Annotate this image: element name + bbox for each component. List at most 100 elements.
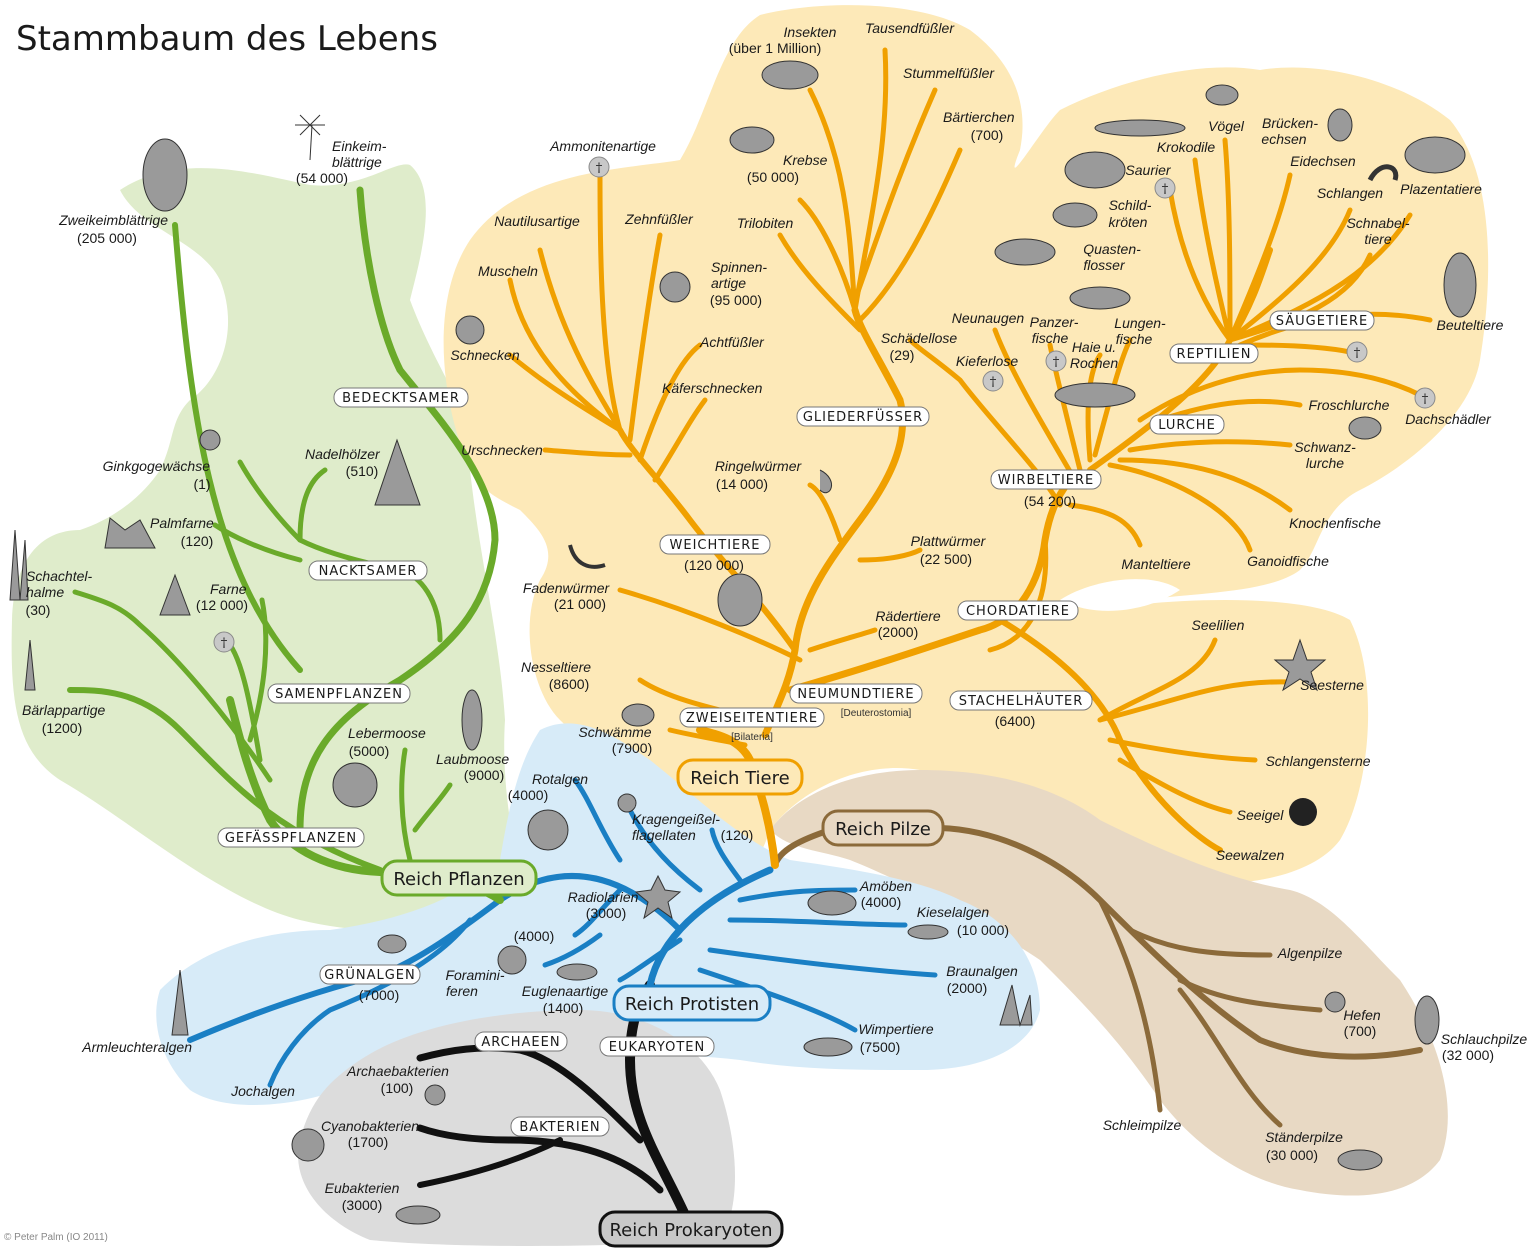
insect-icon bbox=[761, 60, 819, 90]
taxon-schlangensterne: Schlangensterne bbox=[1265, 753, 1370, 769]
group-chordatiere: CHORDATIERE bbox=[966, 604, 1070, 619]
taxon-palm: Palmfarne bbox=[150, 515, 214, 531]
taxon-seewalzen: Seewalzen bbox=[1216, 847, 1285, 863]
taxon-laub: Laubmoose bbox=[436, 751, 509, 767]
taxon-hefen: Hefen bbox=[1343, 1007, 1381, 1023]
taxon-farne: Farne bbox=[210, 581, 247, 597]
taxon-raeder: Rädertiere bbox=[875, 608, 941, 624]
taxon-hefen-count: (700) bbox=[1344, 1023, 1377, 1039]
taxon-krebse-count: (50 000) bbox=[747, 169, 799, 185]
taxon-archaebakterien-count: (100) bbox=[381, 1080, 414, 1096]
palm-fern-icon bbox=[104, 517, 156, 549]
taxon-braun-count: (2000) bbox=[947, 980, 987, 996]
taxon-braun: Braunalgen bbox=[946, 963, 1018, 979]
taxon-kragen-count: (120) bbox=[721, 827, 754, 843]
taxon-ringel: Ringelwürmer bbox=[715, 458, 803, 474]
lizard-icon bbox=[1327, 108, 1353, 142]
taxon-seesterne: Seesterne bbox=[1300, 677, 1364, 693]
taxon-plazenta: Plazentatiere bbox=[1400, 181, 1482, 197]
taxon-krokodile: Krokodile bbox=[1157, 139, 1216, 155]
taxon-nessel: Nesseltiere bbox=[521, 659, 591, 675]
taxon-schleim: Schleimpilze bbox=[1103, 1117, 1182, 1133]
liverwort-icon bbox=[332, 762, 378, 808]
extinct-mammal: † bbox=[1354, 346, 1361, 361]
taxon-schnabel-2: tiere bbox=[1364, 231, 1391, 247]
taxon-schaedellose: Schädellose bbox=[881, 330, 957, 346]
group-saeugetiere: SÄUGETIERE bbox=[1276, 313, 1368, 329]
turtle-icon bbox=[1052, 202, 1098, 228]
taxon-spinnen-1: Spinnen- bbox=[711, 259, 767, 275]
extinct-panzerfische: † bbox=[1053, 355, 1060, 370]
group-stachelhaeuter: STACHELHÄUTER bbox=[959, 693, 1084, 709]
tree-icon bbox=[142, 138, 188, 212]
taxon-leber: Lebermoose bbox=[348, 725, 426, 741]
taxon-quasten-2: flosser bbox=[1083, 257, 1126, 273]
protist-branches bbox=[187, 777, 938, 1088]
group-neumundtiere-sub: [Deuterostomia] bbox=[841, 708, 912, 719]
octopus-icon bbox=[717, 573, 763, 627]
taxon-nadel-count: (510) bbox=[346, 463, 379, 479]
taxon-schachtel-2: halme bbox=[26, 584, 64, 600]
taxon-stummel: Stummelfüßler bbox=[903, 65, 995, 81]
taxon-nessel-count: (8600) bbox=[549, 676, 589, 692]
group-weichtiere: WEICHTIERE bbox=[670, 538, 761, 553]
group-lurche: LURCHE bbox=[1158, 418, 1216, 433]
taxon-ganoid: Ganoidfische bbox=[1247, 553, 1329, 569]
frog-icon bbox=[1348, 416, 1382, 440]
taxon-mantel: Manteltiere bbox=[1121, 556, 1190, 572]
taxon-palm-count: (120) bbox=[181, 533, 214, 549]
green-algae-icon bbox=[377, 934, 407, 954]
group-eukaryoten: EUKARYOTEN bbox=[609, 1040, 705, 1055]
taxon-haie-1: Haie u. bbox=[1072, 339, 1116, 355]
foraminifera-icon bbox=[497, 945, 527, 975]
extinct-markers: † † † † † † † bbox=[213, 156, 1436, 653]
taxon-amoeben-count: (4000) bbox=[861, 894, 901, 910]
taxon-staender-count: (30 000) bbox=[1266, 1147, 1318, 1163]
group-neumundtiere: NEUMUNDTIERE bbox=[797, 687, 914, 702]
group-gruenalgen: GRÜNALGEN bbox=[324, 966, 416, 983]
taxon-schachtel-count: (30) bbox=[26, 602, 51, 618]
taxon-baerlapp-count: (1200) bbox=[42, 720, 82, 736]
shark-icon bbox=[1054, 382, 1136, 408]
taxon-muscheln: Muscheln bbox=[478, 263, 538, 279]
taxon-beutel: Beuteltiere bbox=[1437, 317, 1504, 333]
group-zweiseitentiere-sub: [Bilateria] bbox=[731, 732, 773, 743]
taxon-laub-count: (9000) bbox=[464, 767, 504, 783]
taxon-platt-count: (22 500) bbox=[920, 551, 972, 567]
group-weichtiere-count: (120 000) bbox=[684, 557, 744, 573]
kingdom-plants-label: Reich Pflanzen bbox=[393, 869, 524, 890]
worm-icon bbox=[819, 469, 832, 493]
taxon-archaebakterien: Archaebakterien bbox=[346, 1063, 449, 1079]
taxon-platt: Plattwürmer bbox=[911, 533, 987, 549]
taxon-wimper-count: (7500) bbox=[860, 1039, 900, 1055]
taxon-haie-2: Rochen bbox=[1070, 355, 1118, 371]
group-wirbeltiere: WIRBELTIERE bbox=[998, 473, 1095, 488]
monkey-icon bbox=[1404, 136, 1466, 174]
taxon-baer-count: (700) bbox=[971, 127, 1004, 143]
taxon-schwaemme: Schwämme bbox=[578, 724, 651, 740]
taxon-kiesel: Kieselalgen bbox=[917, 904, 990, 920]
taxon-bruecken-2: echsen bbox=[1261, 131, 1306, 147]
taxon-radiolarien-count: (3000) bbox=[586, 905, 626, 921]
taxon-cyano: Cyanobakterien bbox=[321, 1118, 419, 1134]
diatom-icon bbox=[907, 924, 949, 940]
taxon-foramini-2: feren bbox=[446, 983, 478, 999]
group-bedecktsamer: BEDECKTSAMER bbox=[342, 391, 460, 406]
taxon-algenpilze: Algenpilze bbox=[1277, 945, 1343, 961]
fish-icon bbox=[1069, 286, 1131, 310]
eubacteria-icon bbox=[395, 1205, 441, 1225]
taxon-joch: Jochalgen bbox=[230, 1083, 295, 1099]
extinct-kieferlose: † bbox=[990, 375, 997, 390]
group-nacktsamer: NACKTSAMER bbox=[319, 564, 418, 579]
group-zweiseitentiere: ZWEISEITENTIERE bbox=[686, 711, 818, 726]
spider-icon bbox=[659, 271, 691, 303]
moss-icon bbox=[461, 689, 483, 751]
taxon-leber-count: (5000) bbox=[349, 743, 389, 759]
taxon-schwanz-1: Schwanz- bbox=[1294, 439, 1356, 455]
taxon-foramini-1: Foramini- bbox=[445, 967, 504, 983]
morel-icon bbox=[1414, 995, 1440, 1045]
taxon-tausend: Tausendfüßler bbox=[865, 20, 955, 36]
kingdom-protists-label: Reich Protisten bbox=[625, 994, 759, 1015]
mushroom-icon bbox=[1337, 1149, 1383, 1171]
taxon-trilobiten: Trilobiten bbox=[737, 215, 794, 231]
